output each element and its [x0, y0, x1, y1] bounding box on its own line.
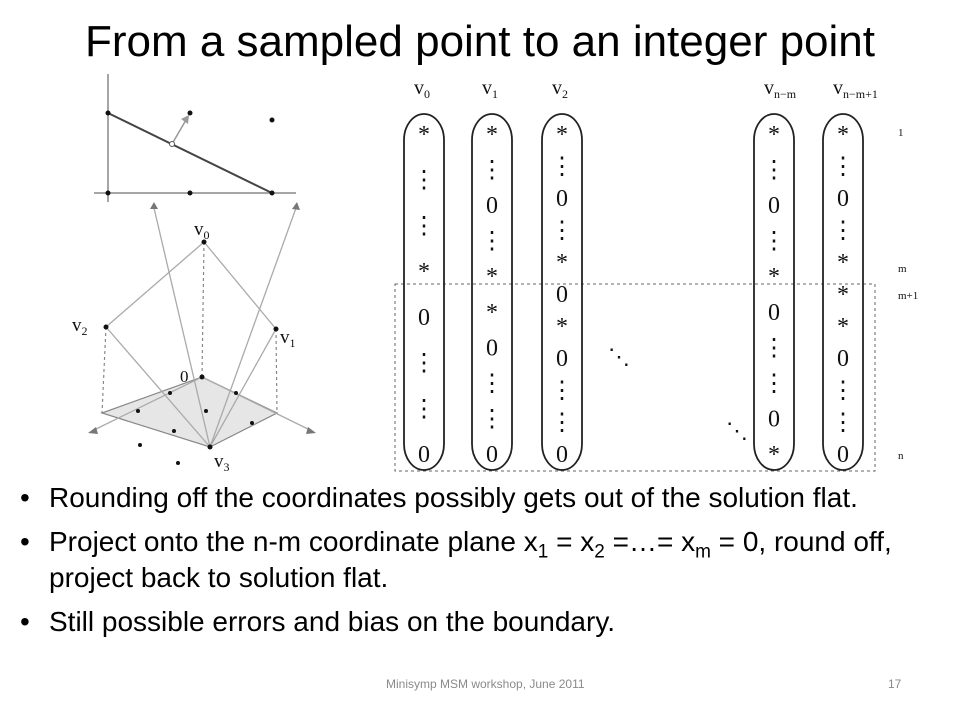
matrix-entry: 0 [486, 335, 498, 361]
matrix-entry: * [837, 282, 849, 308]
matrix-entry: * [768, 264, 780, 290]
v2-label: v [72, 315, 82, 336]
matrix-entry: * [837, 314, 849, 340]
matrix-entry: 0 [418, 305, 430, 331]
matrix-entry: 0 [556, 346, 568, 372]
matrix-entry: 0 [768, 406, 780, 432]
matrix-entry: * [486, 122, 498, 148]
row-label-n: n [898, 450, 904, 462]
bullet-boundary: Still possible errors and bias on the bo… [20, 604, 920, 640]
matrix-entry: 0 [768, 193, 780, 219]
matrix-entry: * [768, 442, 780, 468]
matrix-entry: 0 [486, 442, 498, 468]
matrix-entry: ⋮ [550, 410, 574, 436]
v2-subscript: 2 [82, 324, 88, 338]
page-number: 17 [888, 677, 902, 691]
column-vector-bracket [471, 113, 513, 471]
bullet-project: Project onto the n-m coordinate plane x1… [20, 524, 920, 596]
matrix-entry: 0 [556, 186, 568, 212]
v3-label: v [214, 451, 224, 472]
v3-subscript: 3 [224, 460, 230, 474]
matrix-entry: 0 [768, 300, 780, 326]
matrix-entry: ⋮ [412, 396, 436, 422]
matrix-entry: * [556, 314, 568, 340]
matrix-entry: 0 [837, 186, 849, 212]
slide-title: From a sampled point to an integer point [84, 17, 875, 66]
matrix-entry: ⋮ [480, 158, 504, 184]
v0-subscript: 0 [204, 228, 210, 242]
column-header: vn−m [764, 77, 797, 101]
origin-label: 0 [180, 367, 189, 386]
matrix-entry: ⋮ [550, 378, 574, 404]
matrix-entry: 0 [556, 442, 568, 468]
matrix-entry: ⋮ [480, 406, 504, 432]
matrix-entry: * [768, 122, 780, 148]
matrix-entry: ⋮ [831, 378, 855, 404]
bullet-list: Rounding off the coordinates possibly ge… [20, 480, 920, 648]
simplex-projection-figure: v0 v2 v1 v3 0 [72, 202, 316, 474]
matrix-entry: ⋮ [762, 229, 786, 255]
matrix-entry: 0 [837, 442, 849, 468]
row-label-1: 1 [898, 127, 904, 139]
matrix-entry: ⋮ [762, 335, 786, 361]
svg-text:v1: v1 [280, 327, 296, 350]
column-vector-bracket [753, 113, 795, 471]
matrix-entry: 0 [837, 346, 849, 372]
matrix-entry: ⋮ [831, 154, 855, 180]
column-header: v2 [552, 77, 568, 101]
matrix-entry: * [556, 250, 568, 276]
matrix-entry: ⋮ [550, 218, 574, 244]
bullet-rounding: Rounding off the coordinates possibly ge… [20, 480, 920, 516]
matrix-figure: v0 v1 v2 vn−m vn−m+1 * ⋮ ⋮ * 0 ⋮ ⋮ 0 * ⋮ 0 ⋮ * * 0 ⋮ ⋮ 0 * ⋮ 0 ⋮ *… [394, 77, 918, 472]
row-label-m-plus-1: m+1 [898, 290, 918, 302]
v1-subscript: 1 [290, 336, 296, 350]
matrix-entry: * [418, 122, 430, 148]
v1-label: v [280, 327, 290, 348]
matrix-entry: ⋮ [831, 218, 855, 244]
svg-text:v2: v2 [72, 315, 88, 338]
matrix-entry: * [556, 122, 568, 148]
matrix-entry: * [837, 122, 849, 148]
matrix-entry: * [837, 250, 849, 276]
column-vector-bracket [541, 113, 583, 471]
matrix-entry: ⋮ [480, 229, 504, 255]
matrix-entry: ⋮ [762, 158, 786, 184]
matrix-entry: ⋮ [762, 371, 786, 397]
diagonal-ellipsis: ⋱ [608, 344, 630, 369]
matrix-entry: * [418, 259, 430, 285]
matrix-entry: * [486, 264, 498, 290]
column-header: v1 [482, 77, 498, 101]
matrix-entry: ⋮ [412, 351, 436, 377]
column-vector-bracket [822, 113, 864, 471]
svg-text:v0: v0 [194, 219, 210, 242]
diagonal-ellipsis: ⋱ [726, 418, 748, 443]
row-label-m: m [898, 263, 907, 275]
footer-text: Minisymp MSM workshop, June 2011 [386, 677, 585, 691]
matrix-entry: ⋮ [480, 371, 504, 397]
matrix-entry: 0 [556, 282, 568, 308]
column-header: vn−m+1 [833, 77, 878, 101]
matrix-entry: ⋮ [412, 168, 436, 194]
matrix-entry: ⋮ [412, 213, 436, 239]
line-projection-figure [94, 74, 296, 202]
column-vector-bracket [403, 113, 445, 471]
matrix-entry: * [486, 300, 498, 326]
matrix-entry: 0 [418, 442, 430, 468]
column-header: v0 [414, 77, 430, 101]
svg-text:v3: v3 [214, 451, 230, 474]
matrix-entry: 0 [486, 193, 498, 219]
v0-label: v [194, 219, 204, 240]
matrix-entry: ⋮ [831, 410, 855, 436]
matrix-entry: ⋮ [550, 154, 574, 180]
